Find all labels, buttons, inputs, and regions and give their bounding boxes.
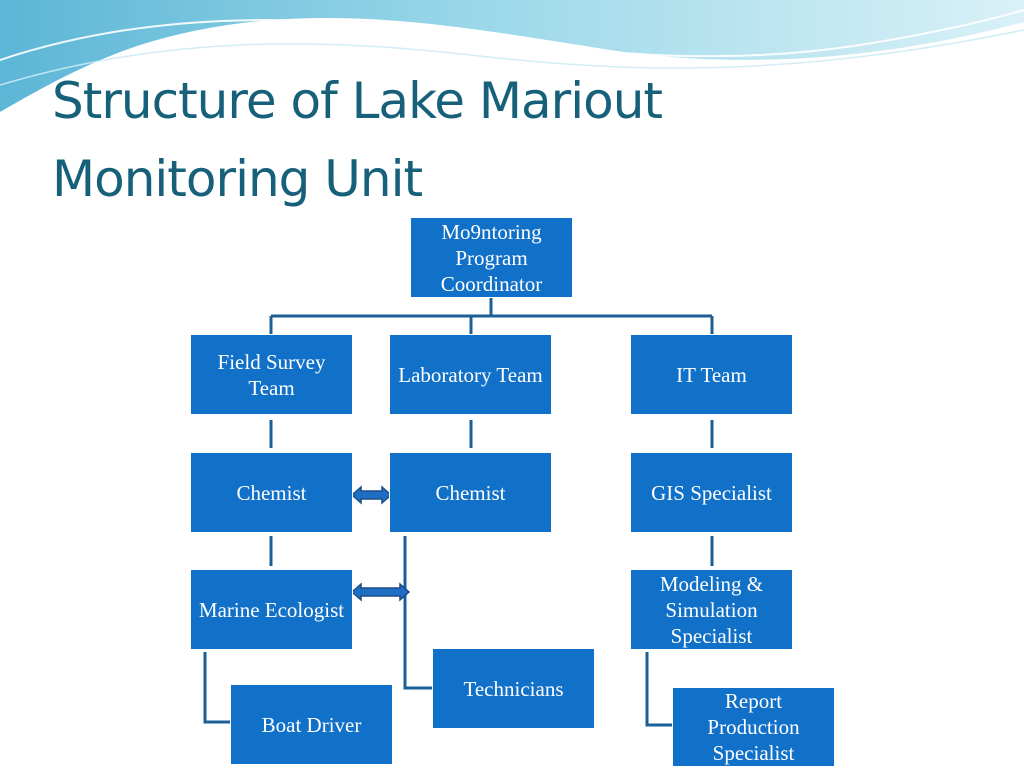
box-chemist-lab: Chemist	[389, 452, 552, 533]
box-report-production-specialist: Report Production Specialist	[672, 687, 835, 767]
box-coordinator: Mo9ntoring Program Coordinator	[410, 217, 573, 298]
connector-modeling-report	[645, 652, 672, 727]
title-line-1: Structure of Lake Mariout	[52, 72, 663, 130]
box-chemist-field: Chemist	[190, 452, 353, 533]
box-marine-ecologist: Marine Ecologist	[190, 569, 353, 650]
decorative-wave-banner	[0, 0, 1024, 112]
box-laboratory-team: Laboratory Team	[389, 334, 552, 415]
slide-title: Structure of Lake Mariout Monitoring Uni…	[52, 62, 852, 218]
double-arrow-ecologist-lab	[350, 582, 411, 602]
box-modeling-simulation-specialist: Modeling & Simulation Specialist	[630, 569, 793, 650]
box-technicians: Technicians	[432, 648, 595, 729]
title-line-2: Monitoring Unit	[52, 150, 423, 208]
box-gis-specialist: GIS Specialist	[630, 452, 793, 533]
double-arrow-chemists	[350, 485, 393, 505]
connector-lab-technicians	[403, 536, 432, 690]
box-it-team: IT Team	[630, 334, 793, 415]
connector-ecologist-boat	[203, 652, 230, 724]
box-boat-driver: Boat Driver	[230, 684, 393, 765]
box-field-survey-team: Field Survey Team	[190, 334, 353, 415]
